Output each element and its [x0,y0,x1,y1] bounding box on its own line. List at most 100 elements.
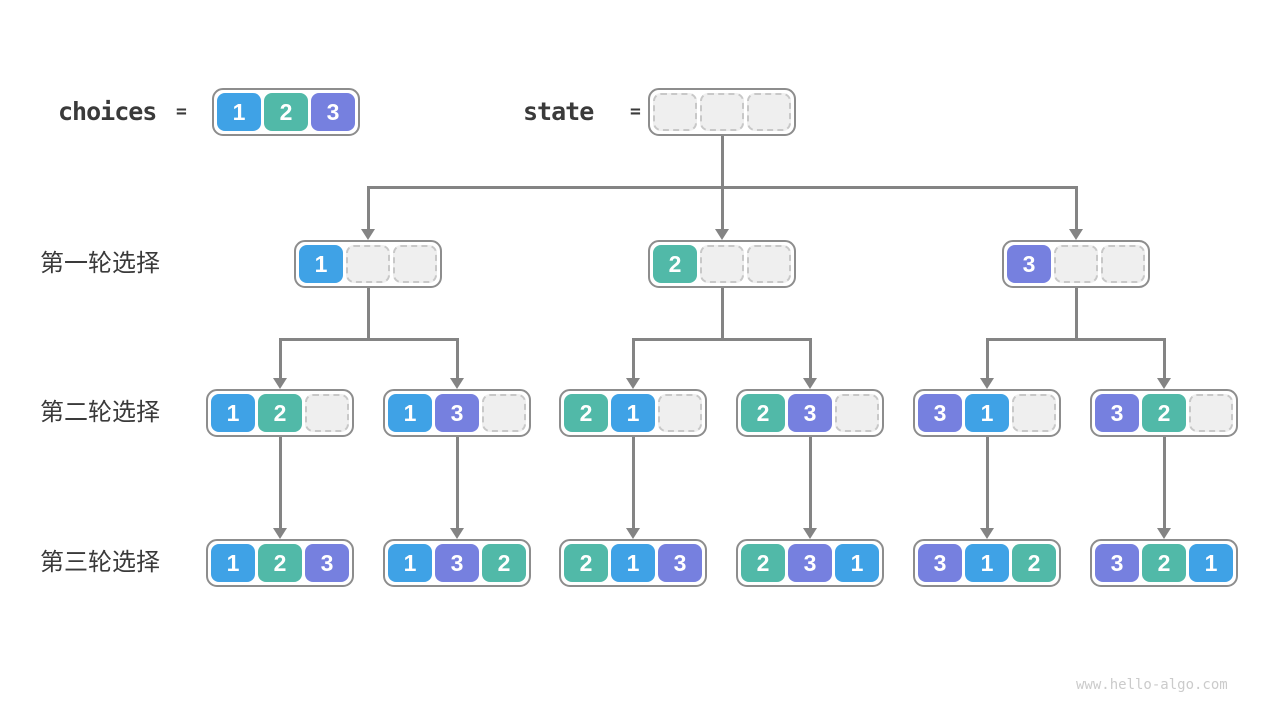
array-cell-filled: 3 [1007,245,1051,283]
connector-line [1162,338,1166,379]
array-node: 1 [294,240,442,288]
array-cell-filled: 1 [835,544,879,582]
array-cell-empty [1101,245,1145,283]
array-cell-filled: 3 [1095,544,1139,582]
array-cell-filled: 1 [388,394,432,432]
connector-line [278,338,459,341]
arrow-head-icon [980,378,994,389]
array-cell-filled: 1 [1189,544,1233,582]
array-node: 3 [1002,240,1150,288]
state-label: state [523,97,594,126]
array-cell-filled: 2 [1142,394,1186,432]
array-cell-empty [305,394,349,432]
arrow-head-icon [626,528,640,539]
connector-line [366,186,370,230]
array-cell-filled: 1 [611,394,655,432]
connector-line [631,437,635,529]
array-cell-filled: 2 [564,544,608,582]
connector-line [985,338,989,379]
watermark: www.hello-algo.com [1076,677,1228,693]
array-cell-empty [835,394,879,432]
connector-line [1074,288,1078,341]
connector-line [985,338,1166,341]
array-cell-empty [658,394,702,432]
array-cell-filled: 2 [264,93,308,131]
connector-line [720,288,724,341]
array-cell-filled: 3 [788,394,832,432]
array-cell-empty [393,245,437,283]
arrow-head-icon [361,229,375,240]
arrow-head-icon [273,528,287,539]
array-cell-empty [747,93,791,131]
connector-line [366,288,370,341]
array-cell-empty [653,93,697,131]
array-cell-filled: 2 [1012,544,1056,582]
connector-line [720,186,724,230]
connector-line [455,338,459,379]
array-cell-filled: 2 [258,544,302,582]
arrow-head-icon [803,528,817,539]
array-cell-empty [700,245,744,283]
round-2-label: 第二轮选择 [40,399,160,426]
arrow-head-icon [803,378,817,389]
array-cell-empty [1054,245,1098,283]
connector-line [1162,437,1166,529]
array-cell-filled: 3 [435,544,479,582]
array-cell-filled: 2 [741,394,785,432]
round-1-label: 第一轮选择 [40,250,160,277]
arrow-head-icon [626,378,640,389]
array-cell-filled: 3 [1095,394,1139,432]
arrow-head-icon [715,229,729,240]
arrow-head-icon [450,378,464,389]
array-cell-filled: 3 [305,544,349,582]
array-cell-filled: 1 [388,544,432,582]
array-cell-filled: 1 [965,544,1009,582]
connector-line [1074,186,1078,230]
array-cell-filled: 2 [564,394,608,432]
state-array [648,88,796,136]
choices-equals-sign: = [176,101,187,122]
array-cell-filled: 3 [918,394,962,432]
array-cell-filled: 1 [299,245,343,283]
array-cell-empty [700,93,744,131]
array-cell-filled: 1 [217,93,261,131]
array-cell-empty [1012,394,1056,432]
connector-line [278,338,282,379]
state-equals-sign: = [630,101,641,122]
array-cell-filled: 3 [435,394,479,432]
array-cell-empty [1189,394,1233,432]
arrow-head-icon [1157,378,1171,389]
connector-line [808,437,812,529]
connector-line [720,136,724,189]
connector-line [278,437,282,529]
choices-label: choices [58,97,157,126]
array-cell-filled: 3 [918,544,962,582]
arrow-head-icon [1157,528,1171,539]
array-cell-filled: 1 [965,394,1009,432]
array-cell-filled: 2 [258,394,302,432]
connector-line [985,437,989,529]
array-cell-filled: 2 [482,544,526,582]
connector-line [631,338,635,379]
array-cell-filled: 2 [653,245,697,283]
array-cell-empty [482,394,526,432]
array-cell-filled: 1 [211,544,255,582]
round-3-label: 第三轮选择 [40,549,160,576]
connector-line [808,338,812,379]
array-cell-filled: 3 [311,93,355,131]
arrow-head-icon [1069,229,1083,240]
array-cell-filled: 3 [658,544,702,582]
array-node: 2 [648,240,796,288]
